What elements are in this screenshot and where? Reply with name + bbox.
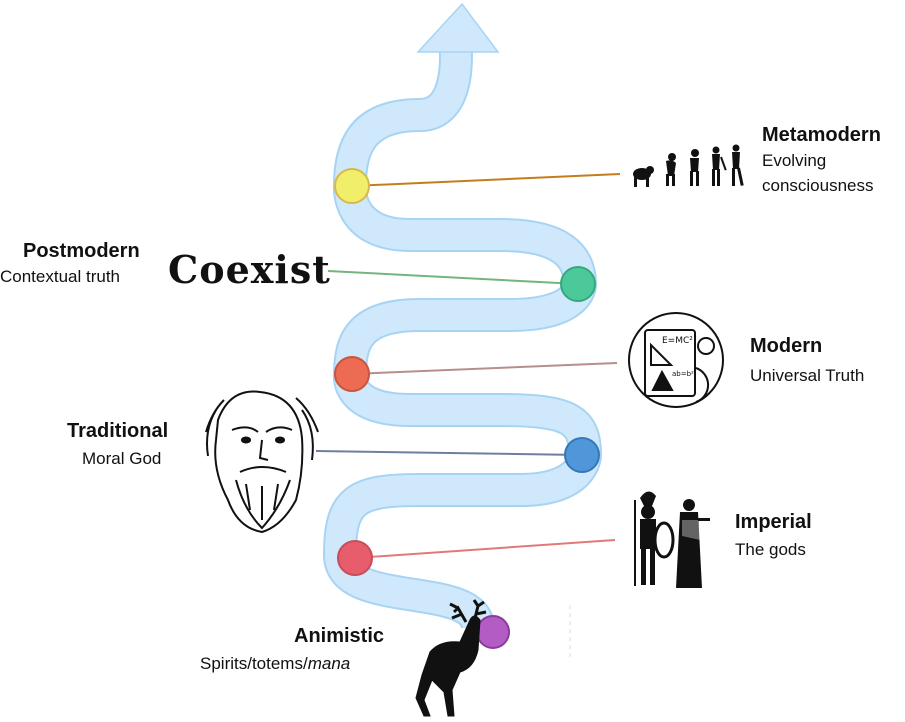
stage-title: Metamodern <box>762 124 881 146</box>
svg-text:ab=b²: ab=b² <box>672 370 694 378</box>
label-modern: Modern Universal Truth <box>750 335 864 389</box>
stage-node-modern <box>334 356 370 392</box>
connector-modern <box>351 362 618 375</box>
bearded-sage-icon <box>205 390 319 534</box>
label-animistic: Animistic Spirits/totems/mana <box>200 625 384 677</box>
stage-node-imperial <box>337 540 373 576</box>
stage-desc-line2: consciousness <box>762 176 874 195</box>
stage-node-animistic <box>476 615 510 649</box>
evolution-path <box>323 2 602 632</box>
stage-title: Imperial <box>735 511 812 533</box>
science-formula-icon: E=MC² ab=b² <box>628 312 724 408</box>
deer-icon <box>415 599 487 717</box>
svg-text:Coexist: Coexist <box>168 247 331 292</box>
stage-title: Animistic <box>294 625 385 647</box>
label-imperial: Imperial The gods <box>735 511 812 563</box>
connector-postmodern <box>327 270 579 285</box>
evolution-icon <box>633 144 744 187</box>
stage-desc: The gods <box>735 540 806 559</box>
stage-desc-line1: Evolving <box>762 151 827 170</box>
stage-node-postmodern <box>560 266 596 302</box>
stage-title: Traditional <box>67 420 169 442</box>
path-arrowhead <box>416 2 500 53</box>
stage-desc: Moral God <box>82 449 162 468</box>
svg-text:E=MC²: E=MC² <box>662 336 693 346</box>
label-traditional: Traditional Moral God <box>67 420 168 472</box>
stage-title: Postmodern <box>23 240 140 262</box>
coexist-icon: Coexist <box>168 247 331 292</box>
stage-desc: Universal Truth <box>750 366 865 385</box>
stage-desc-text: Spirits/totems/ <box>200 654 308 673</box>
stage-desc: Contextual truth <box>0 267 121 286</box>
connector-traditional <box>315 450 583 456</box>
connector-metamodern <box>351 173 621 187</box>
stage-title: Modern <box>750 335 823 357</box>
greek-figures-icon <box>634 491 710 588</box>
label-metamodern: Metamodern Evolving consciousness <box>762 124 881 199</box>
stage-node-metamodern <box>334 168 370 204</box>
label-postmodern: Postmodern Contextual truth <box>0 240 140 290</box>
stage-node-traditional <box>564 437 600 473</box>
stage-desc-emphasis: mana <box>307 654 351 673</box>
stage-desc: Spirits/totems/mana <box>200 650 384 677</box>
connector-imperial <box>354 539 616 559</box>
